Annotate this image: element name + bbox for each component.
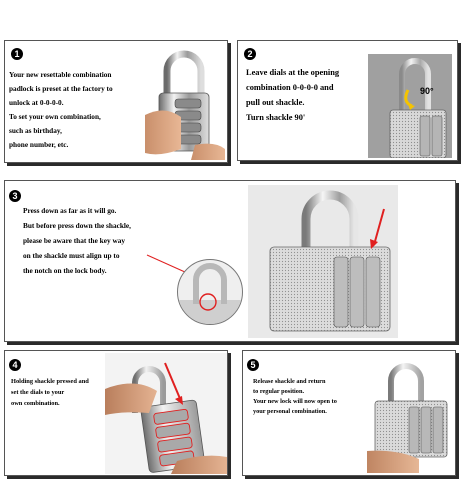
step-1-panel: 1 Your new resettable combination padloc… — [4, 40, 228, 163]
padlock-photo-released — [367, 355, 453, 473]
step-5-badge: 5 — [247, 359, 259, 371]
step-1-line-4: To set your own combination, — [9, 112, 101, 121]
padlock-photo-shackle-raised: 90° — [368, 54, 452, 158]
step-3-line-1: Press down as far as it will go. — [23, 206, 117, 215]
step-1-line-5: such as birthday, — [9, 126, 62, 135]
padlock-photo-set-dials — [105, 353, 227, 474]
step-2-panel: 2 Leave dials at the opening combination… — [237, 40, 458, 161]
step-3-line-4: on the shackle must align up to — [23, 251, 120, 260]
step-5-panel: 5 Release shackle and return to regular … — [242, 350, 456, 476]
rotation-label: 90° — [420, 86, 434, 96]
step-4-line-3: own combination. — [11, 400, 60, 407]
step-3-line-5: the notch on the lock body. — [23, 266, 107, 275]
step-2-line-1: Leave dials at the opening — [246, 68, 340, 77]
step-2-line-2: combination 0-0-0-0 and — [246, 83, 334, 92]
step-3-panel: 3 Press down as far as it will go. But b… — [4, 180, 456, 342]
step-5-line-3: Your new lock will now open to — [253, 398, 337, 405]
step-1-badge: 1 — [11, 48, 23, 60]
step-4-badge: 4 — [9, 359, 21, 371]
step-3-line-3: please be aware that the key way — [23, 236, 126, 245]
step-3-badge: 3 — [9, 190, 21, 202]
step-3-line-2: But before press down the shackle, — [23, 221, 131, 230]
step-1-line-1: Your new resettable combination — [9, 70, 112, 79]
step-4-line-1: Holding shackle pressed and — [11, 378, 89, 385]
step-1-line-3: unlock at 0-0-0-0. — [9, 98, 64, 107]
padlock-photo-locked — [145, 45, 225, 160]
step-1-line-6: phone number, etc. — [9, 140, 69, 149]
step-1-line-2: padlock is preset at the factory to — [9, 84, 113, 93]
step-5-line-2: to regular position. — [253, 388, 305, 395]
step-2-badge: 2 — [244, 48, 256, 60]
step-4-panel: 4 Holding shackle pressed and set the di… — [4, 350, 228, 476]
step-4-line-2: set the dials to your — [11, 389, 65, 396]
step-2-line-3: pull out shackle. — [246, 98, 305, 107]
padlock-photo-press-down — [248, 185, 398, 338]
step-5-line-4: your personal combination. — [253, 408, 327, 415]
step-2-line-4: Turn shackle 90' — [246, 113, 306, 122]
shackle-keyway-closeup — [177, 259, 243, 325]
step-5-line-1: Release shackle and return — [253, 378, 326, 385]
